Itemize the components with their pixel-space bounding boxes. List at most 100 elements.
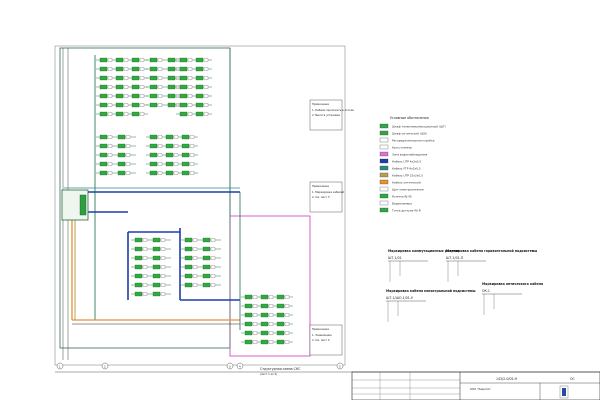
outlet-tag (157, 94, 163, 98)
legend-item: Шкаф телекоммуникационный (ШТ) (392, 125, 446, 129)
outlet-tag (123, 85, 129, 89)
legend-item: Кабель оптический (392, 181, 421, 185)
rj45-outlet (117, 170, 126, 176)
outlet-tag (160, 265, 166, 269)
outlet-tag (125, 153, 131, 157)
outlet-tag (203, 76, 209, 80)
outlet-tag (139, 103, 145, 107)
outlet-tag (268, 340, 274, 344)
outlet-tag (139, 85, 145, 89)
outlet-tag (157, 162, 163, 166)
legend-item: Кабель FTP 4х2х0,5 (392, 167, 421, 171)
rj45-outlet (181, 143, 190, 149)
outlet-tag (210, 283, 216, 287)
rj45-outlet (276, 330, 285, 336)
note-line: 2. См. лист 3 (312, 195, 330, 199)
note-title: Примечание (312, 102, 329, 106)
outlet-tag (107, 94, 113, 98)
outlet-tag (107, 85, 113, 89)
rj45-outlet (99, 111, 108, 117)
rj45-outlet (149, 134, 158, 140)
outlet-tag (142, 238, 148, 242)
drawing-frame (54, 45, 346, 366)
rj45-outlet (117, 161, 126, 167)
outlet-tag (189, 144, 195, 148)
scheme-code: ШТ-1/01-П (446, 256, 464, 260)
outlet-tag (268, 304, 274, 308)
rj45-outlet (167, 57, 176, 63)
legend-swatch (379, 151, 389, 157)
rj45-outlet (134, 237, 143, 243)
rj45-outlet (244, 339, 253, 345)
rj45-outlet (165, 161, 174, 167)
rj45-outlet (167, 84, 176, 90)
outlet-tag (192, 274, 198, 278)
rj45-outlet (202, 264, 211, 270)
rj45-outlet (179, 102, 188, 108)
rj45-outlet (99, 152, 108, 158)
outlet-tag (173, 162, 179, 166)
outlet-tag (107, 135, 113, 139)
outlet-tag (252, 304, 258, 308)
rj45-outlet (149, 84, 158, 90)
note-line: 2. См. лист 4 (312, 338, 330, 342)
outlet-tag (157, 103, 163, 107)
rj45-outlet (99, 93, 108, 99)
outlet-tag (139, 67, 145, 71)
rj45-outlet (184, 246, 193, 252)
legend-item: Точка доступа Wi-Fi (391, 209, 421, 213)
rj45-outlet (152, 237, 161, 243)
rj45-outlet (202, 273, 211, 279)
outlet-tag (268, 295, 274, 299)
outlet-tag (252, 322, 258, 326)
note-title: Примечание (312, 184, 329, 188)
legend-title: Условные обозначения (390, 116, 429, 120)
rj45-outlet (115, 102, 124, 108)
outlet-tag (203, 58, 209, 62)
outlet-tag (252, 340, 258, 344)
stamp-grid (352, 372, 460, 400)
outlet-tag (123, 112, 129, 116)
rj45-outlet (131, 102, 140, 108)
legend-item: Распределительная коробка (392, 139, 435, 143)
rj45-outlet (115, 93, 124, 99)
outlet-tag (139, 76, 145, 80)
rj45-outlet (152, 291, 161, 297)
outlet-tag (107, 171, 113, 175)
outlet-tag (157, 85, 163, 89)
outlet-tag (187, 85, 193, 89)
outlet-tag (107, 144, 113, 148)
rj45-outlet (99, 161, 108, 167)
drawing-caption: Структурная схема СКС (260, 367, 301, 371)
outlet-tag (192, 247, 198, 251)
rj45-outlet (167, 93, 176, 99)
rj45-outlet (276, 339, 285, 345)
rj45-outlet (244, 330, 253, 336)
rj45-outlet (115, 84, 124, 90)
rj45-outlet (260, 312, 269, 318)
rj45-outlet (149, 152, 158, 158)
scheme-code: ШТ-1/01 (388, 256, 402, 260)
outlet-tag (203, 94, 209, 98)
outlet-tag (187, 76, 193, 80)
title-block (351, 371, 600, 400)
legend-swatch (379, 123, 389, 129)
outlet-tag (123, 67, 129, 71)
axis-label: 3 (229, 364, 231, 368)
rj45-outlet (244, 312, 253, 318)
outlet-tag (160, 274, 166, 278)
outlet-tag (284, 313, 290, 317)
outlet-tag (139, 58, 145, 62)
outlet-tag (160, 247, 166, 251)
outlet-tag (203, 85, 209, 89)
rj45-outlet (244, 321, 253, 327)
outlet-tag (142, 256, 148, 260)
outlet-tag (142, 274, 148, 278)
rj45-outlet (195, 66, 204, 72)
scheme-title: Маркировка оптического кабеля (482, 282, 543, 286)
rj45-outlet (260, 303, 269, 309)
rj45-outlet (117, 143, 126, 149)
rj45-outlet (152, 273, 161, 279)
outlet-tag (252, 295, 258, 299)
